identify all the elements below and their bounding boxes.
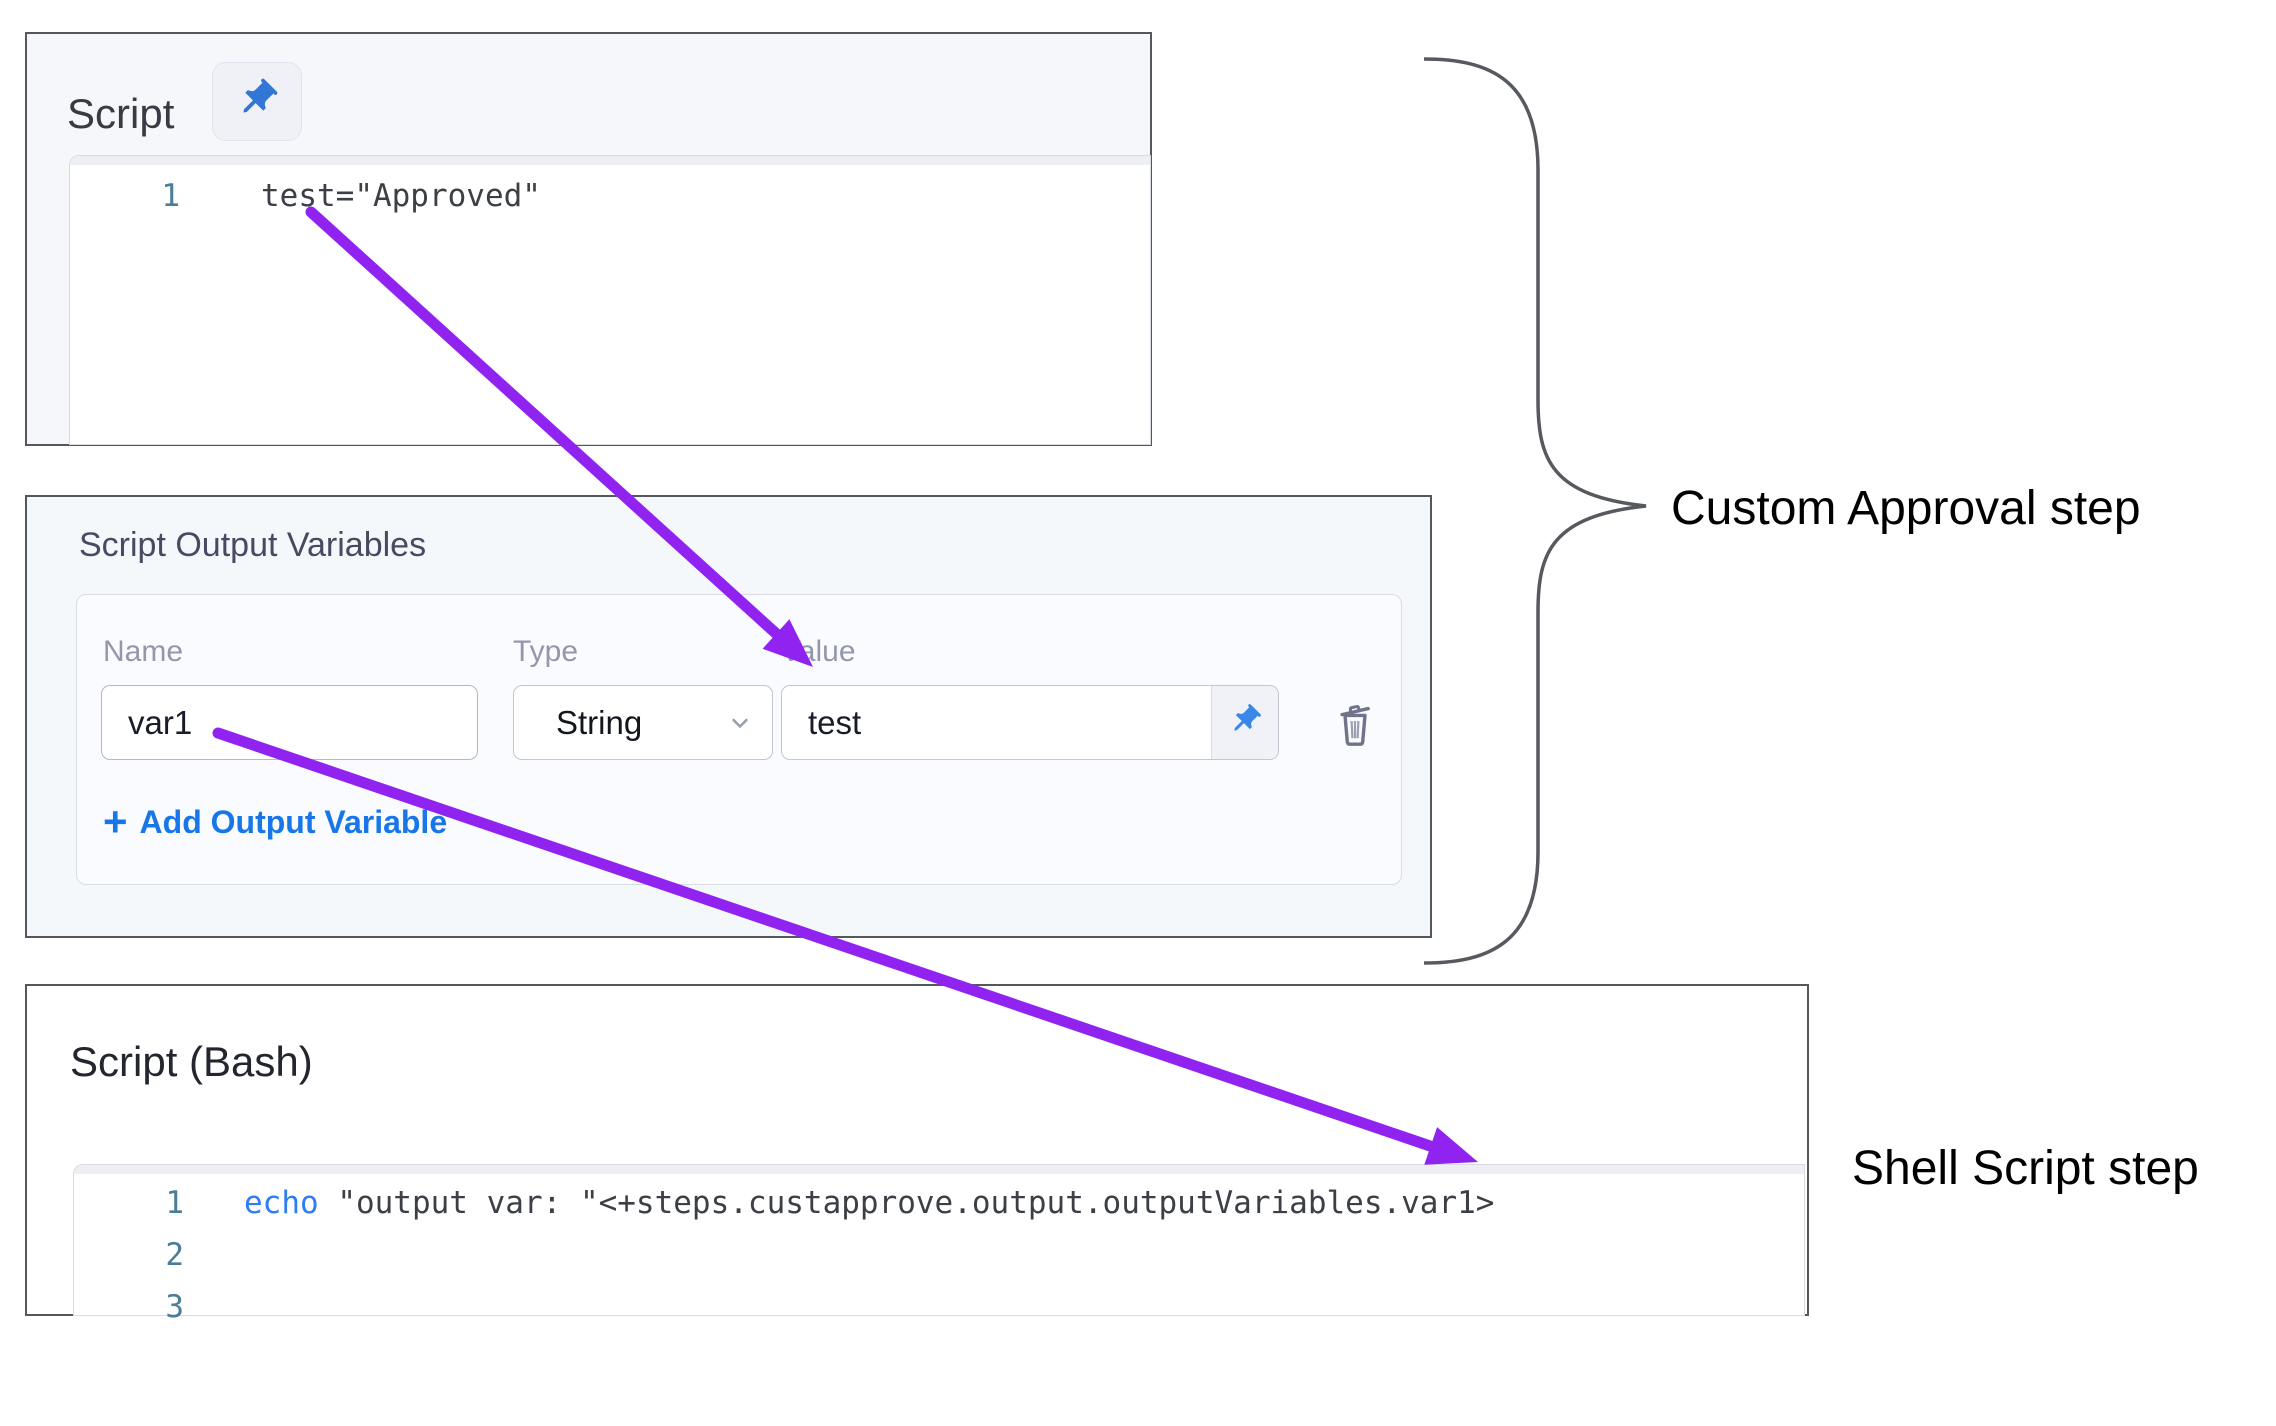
output-variables-card: Name Type Value String [76,594,1402,885]
curly-brace [1423,57,1647,965]
code-text: echo "output var: "<+steps.custapprove.o… [244,1185,1494,1221]
approval-script-title: Script [67,90,175,137]
trash-icon [1331,694,1379,753]
add-output-variable-label: Add Output Variable [139,803,448,840]
line-number: 1 [161,178,180,214]
approval-script-panel: Script 1 test="Approved" [25,32,1152,446]
shell-script-editor[interactable]: 1 echo "output var: "<+steps.custapprove… [73,1164,1805,1325]
editor-top-strip [70,156,1150,165]
variable-value-input-wrap [782,686,1211,759]
add-output-variable-button[interactable]: + Add Output Variable [103,801,447,843]
custom-approval-step-label: Custom Approval step [1671,482,2141,535]
approval-script-editor[interactable]: 1 test="Approved" [69,155,1151,445]
code-line: 3 [74,1281,1804,1333]
variable-type-select[interactable]: String [513,685,773,760]
line-number: 2 [165,1237,184,1273]
code-line: 1 test="Approved" [70,170,1150,222]
output-variables-panel: Script Output Variables Name Type Value … [25,495,1432,938]
output-variables-title: Script Output Variables [79,526,427,564]
line-number: 3 [165,1289,184,1325]
pin-fixed-value-button[interactable] [212,62,302,141]
value-pin-fixed-button[interactable] [1211,686,1278,759]
column-label-name: Name [103,635,184,668]
pushpin-icon [234,76,280,127]
chevron-down-icon [726,709,754,737]
shell-script-step-label: Shell Script step [1852,1142,2199,1195]
pushpin-icon [1227,702,1263,743]
shell-script-panel: Script (Bash) 1 echo "output var: "<+ste… [25,984,1809,1325]
code-rest: "output var: "<+steps.custapprove.output… [318,1185,1495,1221]
code-text: test="Approved" [261,178,541,214]
plus-icon: + [103,798,128,845]
code-keyword: echo [244,1185,319,1221]
variable-name-input[interactable] [102,686,477,759]
variable-type-value: String [556,703,643,741]
code-line: 2 [74,1229,1804,1281]
column-label-value: Value [781,635,856,668]
column-label-type: Type [513,635,579,668]
delete-variable-button[interactable] [1329,693,1381,753]
code-line: 1 echo "output var: "<+steps.custapprove… [74,1177,1804,1229]
variable-value-field [781,685,1279,760]
shell-script-title: Script (Bash) [70,1038,313,1085]
line-number: 1 [165,1185,184,1221]
variable-name-field [101,685,478,760]
variable-value-input[interactable] [782,686,1211,759]
editor-top-strip [74,1165,1804,1174]
